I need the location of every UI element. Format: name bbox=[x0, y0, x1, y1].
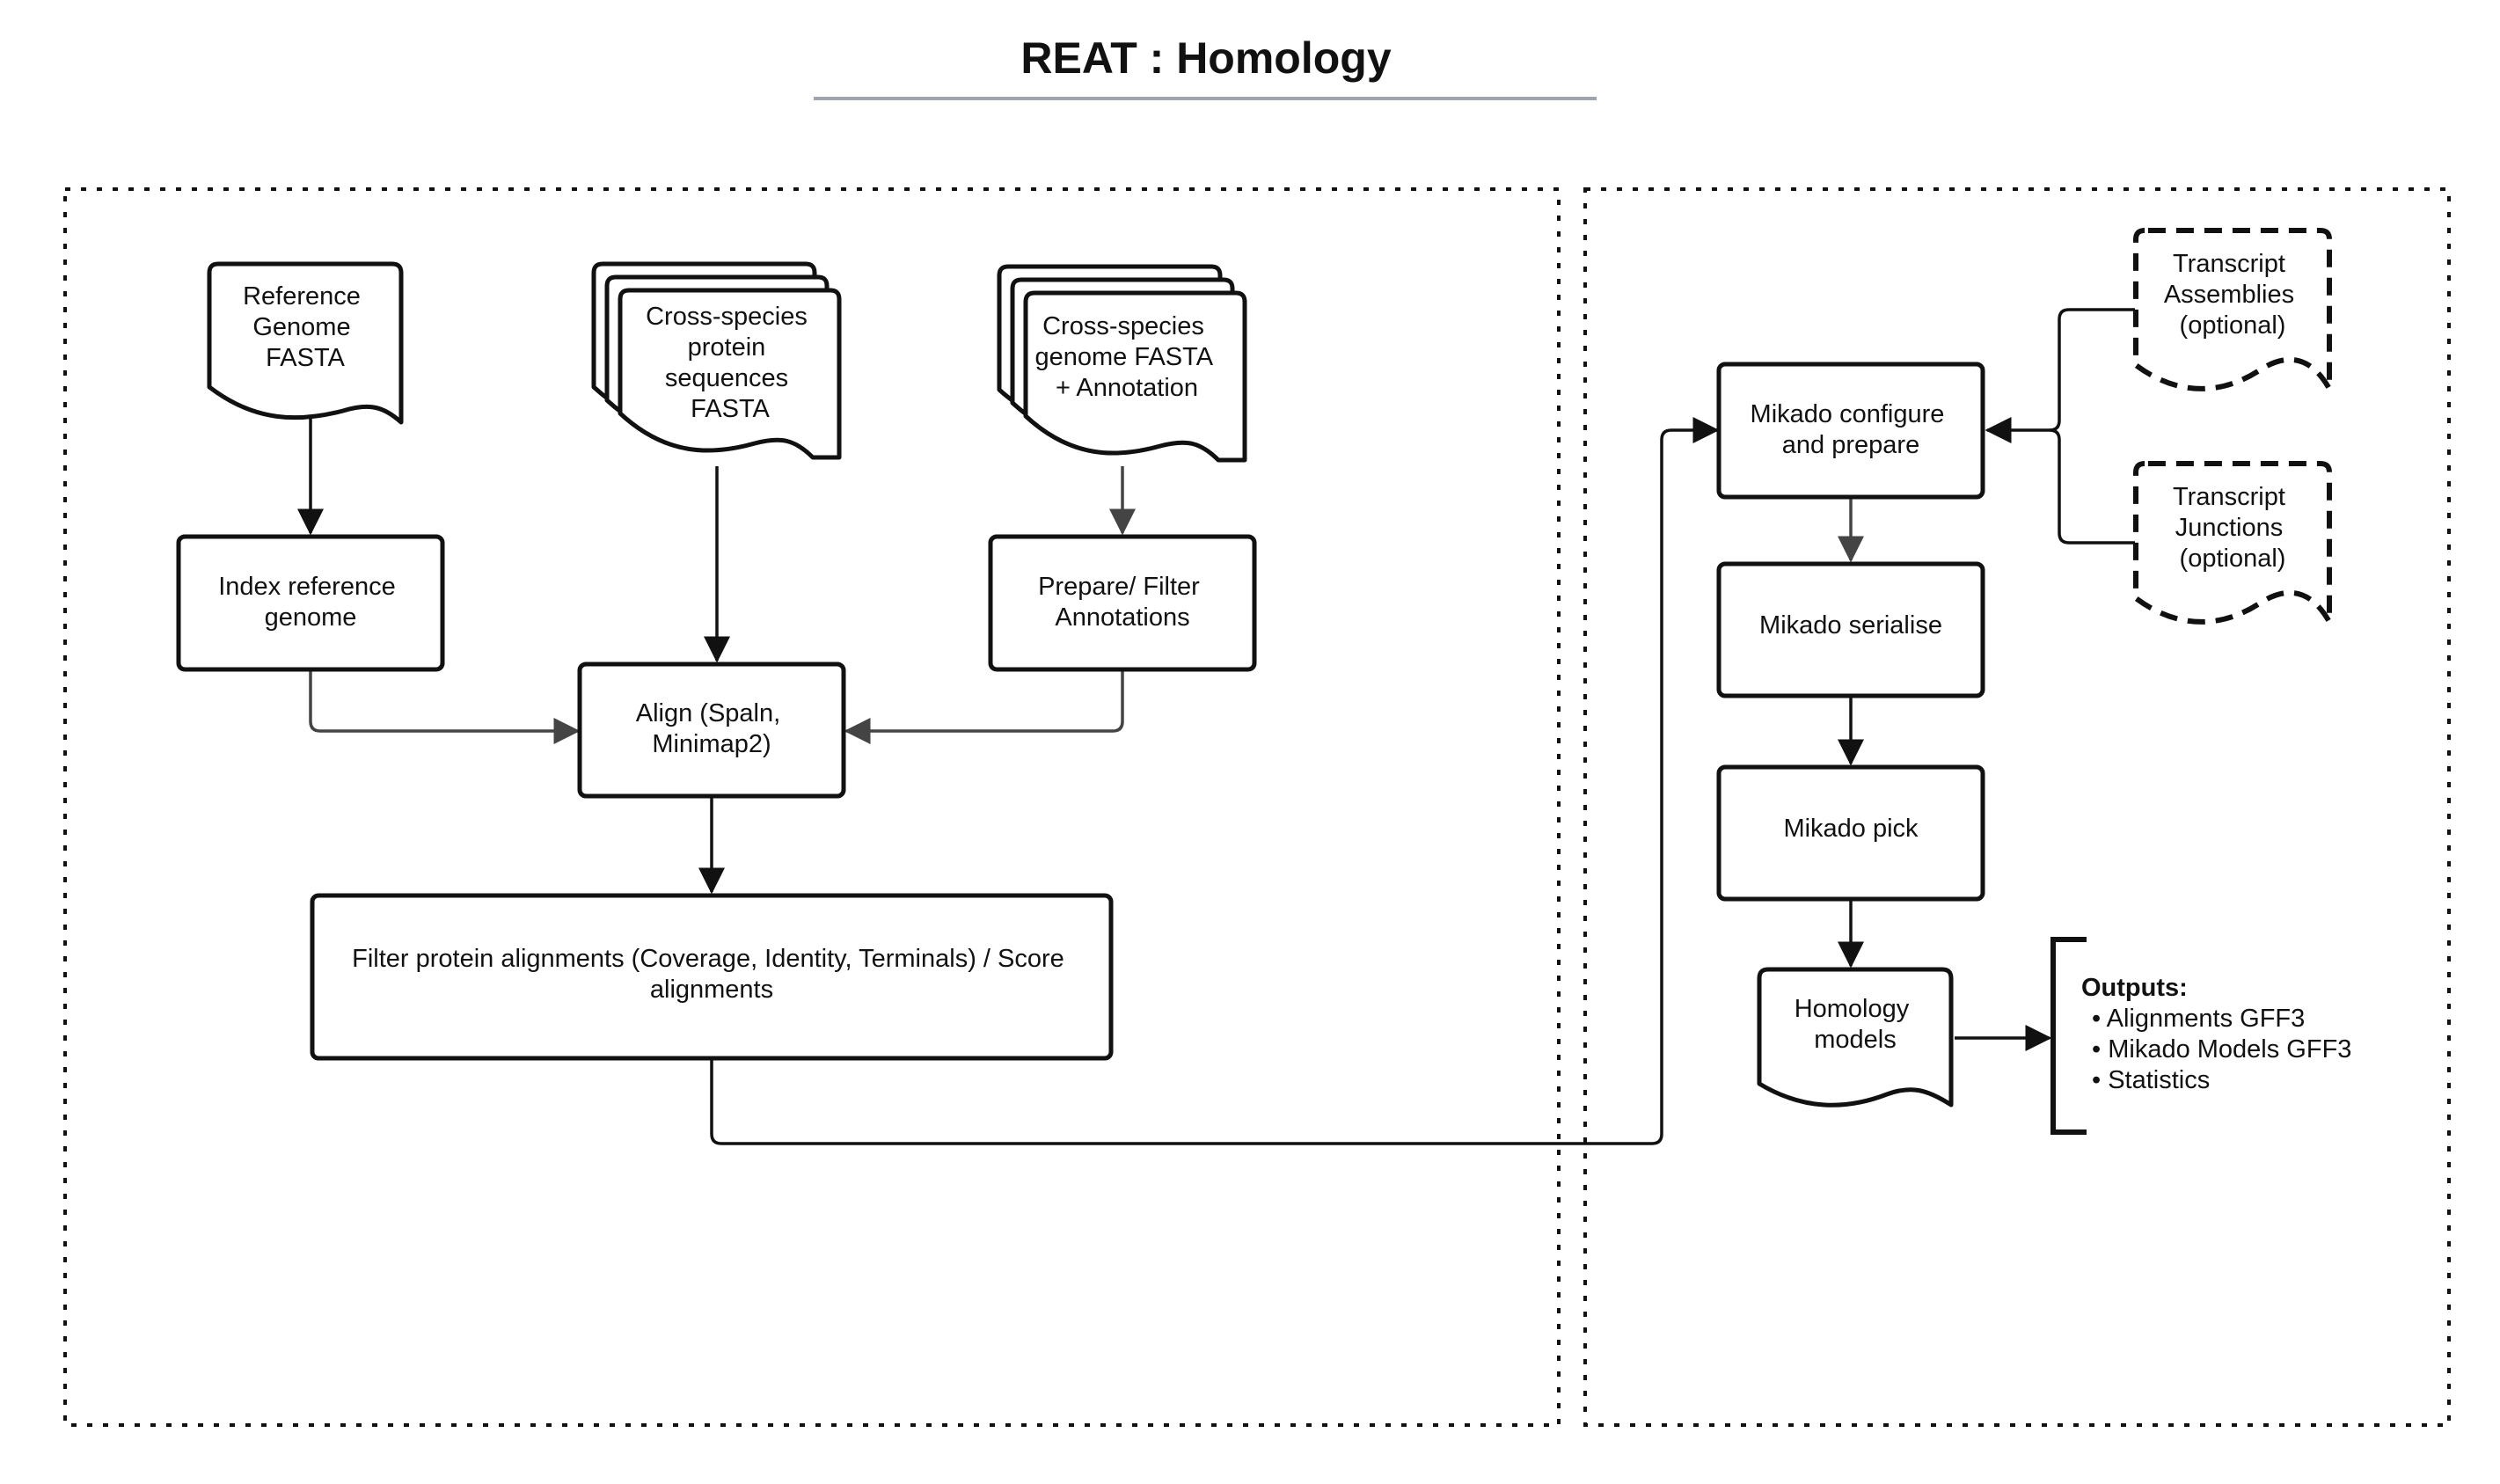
svg-text:Filter protein alignments (Cov: Filter protein alignments (Coverage, Ide… bbox=[352, 945, 1071, 1004]
node-label-line: sequences bbox=[665, 364, 788, 392]
outputs-heading: Outputs: bbox=[2081, 974, 2188, 1002]
node-label-line: Mikado configure bbox=[1751, 400, 1945, 428]
protein-sequences-fasta-document: Cross-species protein sequences FASTA bbox=[591, 261, 842, 460]
node-label-line: protein bbox=[688, 333, 766, 362]
node-label-line: genome bbox=[265, 603, 357, 632]
node-label-line: Transcript bbox=[2173, 250, 2285, 278]
mikado-region bbox=[1583, 187, 2451, 1427]
node-label-line: FASTA bbox=[266, 344, 345, 372]
svg-text:Align (Spaln, Minimap2): Align (Spaln, Minimap2) bbox=[636, 699, 788, 758]
bullet-icon: • bbox=[2092, 1005, 2107, 1033]
edge-filter-to-mikado-configure bbox=[710, 417, 1720, 1145]
mikado-configure-box: Mikado configure and prepare bbox=[1716, 362, 1985, 500]
genome-annotation-document: Cross-species genome FASTA + Annotation bbox=[997, 264, 1247, 463]
svg-text:• Alignments GFF3: • Alignments GFF3 bbox=[2092, 1005, 2305, 1033]
node-label-line: Annotations bbox=[1055, 603, 1189, 632]
page-title: REAT : Homology bbox=[1020, 33, 1391, 83]
svg-text:Transcript Assemblies: Transcript Assemblies (optional) bbox=[2164, 250, 2301, 340]
filter-protein-alignments-box: Filter protein alignments (Coverage, Ide… bbox=[310, 893, 1114, 1061]
bullet-icon: • bbox=[2092, 1066, 2108, 1094]
svg-text:• Statistics: • Statistics bbox=[2092, 1066, 2210, 1094]
node-label-line: Align (Spaln, bbox=[636, 699, 780, 727]
node-label-line: Transcript bbox=[2173, 483, 2285, 511]
output-item: Mikado Models GFF3 bbox=[2108, 1035, 2351, 1064]
bullet-icon: • bbox=[2092, 1035, 2108, 1064]
svg-text:Reference Genome F: Reference Genome FASTA bbox=[243, 282, 368, 372]
svg-text:Mikado configure and pre: Mikado configure and prepare bbox=[1751, 400, 1952, 459]
node-label-line: models bbox=[1814, 1026, 1897, 1054]
prepare-filter-annotations-box: Prepare/ Filter Annotations bbox=[988, 534, 1257, 672]
outputs-annotation: Outputs: • Alignments GFF3 • Mikado Mode… bbox=[2050, 937, 2351, 1135]
node-label-line: FASTA bbox=[691, 395, 770, 423]
node-label-line: Assemblies bbox=[2164, 281, 2294, 309]
node-label-line: Mikado serialise bbox=[1759, 611, 1942, 640]
node-label-line: Prepare/ Filter bbox=[1038, 573, 1200, 601]
node-label-line: (optional) bbox=[2180, 311, 2286, 340]
edge-assemblies-to-configure bbox=[1985, 308, 2135, 443]
output-item: Alignments GFF3 bbox=[2107, 1005, 2306, 1033]
svg-text:Prepare/ Filter Annotati: Prepare/ Filter Annotations bbox=[1038, 573, 1207, 632]
output-item: Statistics bbox=[2108, 1066, 2210, 1094]
edge-prepare-to-align bbox=[844, 671, 1124, 744]
edge-junctions-to-configure bbox=[2049, 428, 2135, 545]
homology-models-document: Homology models bbox=[1757, 967, 1954, 1108]
outputs-bracket bbox=[2050, 937, 2087, 1135]
svg-text:Cross-species protein: Cross-species protein sequences FASTA bbox=[646, 303, 815, 423]
node-label-line: Junctions bbox=[2175, 514, 2284, 542]
svg-text:Index reference genome: Index reference genome bbox=[218, 573, 403, 632]
node-label-line: Filter protein alignments (Coverage, Ide… bbox=[352, 945, 1064, 973]
node-label-line: Genome bbox=[252, 313, 350, 341]
node-label-line: + Annotation bbox=[1056, 374, 1198, 402]
node-label-line: Cross-species bbox=[646, 303, 808, 331]
node-label-line: Index reference bbox=[218, 573, 396, 601]
mikado-pick-box: Mikado pick bbox=[1716, 764, 1985, 902]
node-label-line: Reference bbox=[243, 282, 361, 311]
svg-text:• Mikado Models GFF3: • Mikado Models GFF3 bbox=[2092, 1035, 2351, 1064]
node-label-line: and prepare bbox=[1782, 431, 1919, 459]
node-label-line: Mikado pick bbox=[1783, 815, 1919, 843]
node-label-line: Cross-species bbox=[1042, 312, 1204, 340]
index-reference-genome-box: Index reference genome bbox=[176, 534, 445, 672]
node-label-line: (optional) bbox=[2180, 545, 2286, 573]
transcript-assemblies-document: Transcript Assemblies (optional) bbox=[2133, 228, 2332, 399]
align-box: Align (Spaln, Minimap2) bbox=[577, 662, 846, 799]
node-label-line: alignments bbox=[650, 976, 773, 1004]
mikado-serialise-box: Mikado serialise bbox=[1716, 561, 1985, 698]
svg-text:Homology models: Homology models bbox=[1795, 995, 1917, 1054]
node-label-line: genome FASTA bbox=[1034, 343, 1213, 371]
transcript-junctions-document: Transcript Junctions (optional) bbox=[2133, 461, 2332, 632]
svg-text:Cross-species genome FAS: Cross-species genome FASTA + Annotation bbox=[1034, 312, 1218, 402]
alignment-region bbox=[63, 187, 1561, 1427]
reference-genome-fasta-document: Reference Genome FASTA bbox=[207, 261, 404, 425]
edge-index-to-align bbox=[309, 671, 581, 744]
svg-text:Transcript Junctions: Transcript Junctions (optional) bbox=[2173, 483, 2292, 573]
node-label-line: Homology bbox=[1795, 995, 1910, 1023]
node-label-line: Minimap2) bbox=[652, 730, 771, 758]
